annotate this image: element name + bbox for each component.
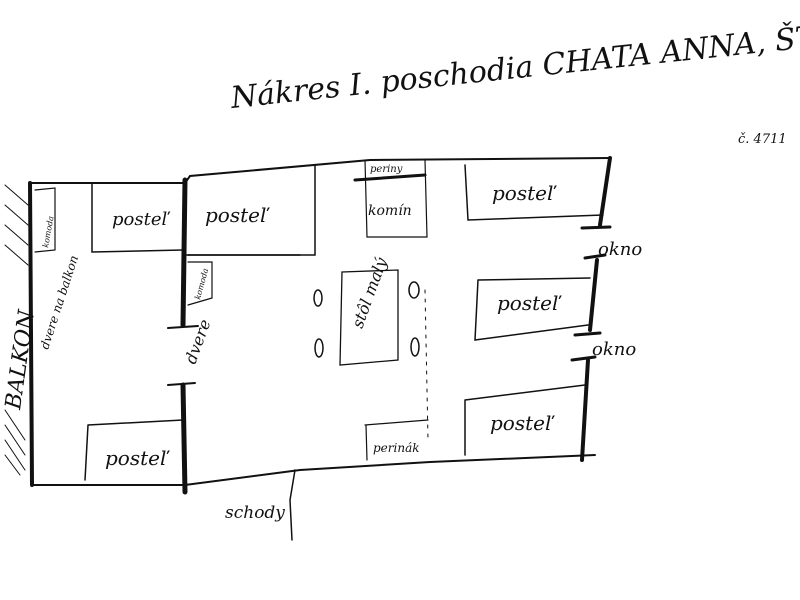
- window-label-1: okno: [598, 239, 642, 260]
- table-label: stôl malý: [348, 254, 391, 330]
- dresser-label-2: komoda: [193, 267, 210, 300]
- balcony-hatching: [4, 184, 29, 476]
- bed-label-1: posteľ: [112, 209, 170, 230]
- bed-label-2: posteľ: [205, 203, 270, 227]
- house-number: č. 4711: [738, 132, 787, 147]
- bed-label-4: posteľ: [497, 291, 562, 315]
- bedding-bottom-label: perinák: [373, 441, 420, 455]
- dresser-label-1: komoda: [41, 215, 55, 248]
- stairs-label: schody: [225, 503, 285, 523]
- plan-title: Nákres I. poschodia CHATA ANNA, ŠTRBOVO: [228, 7, 800, 116]
- chairs: [313, 281, 420, 358]
- bed-label-6: posteľ: [105, 446, 170, 470]
- balcony-label: BALKON: [1, 308, 40, 412]
- bed-label-5: posteľ: [490, 411, 555, 435]
- window-label-2: okno: [592, 339, 636, 360]
- chimney-label: komín: [368, 203, 412, 219]
- beds: [84, 164, 604, 481]
- walls: [28, 156, 612, 495]
- balcony-door-label: dvere na balkon: [38, 254, 82, 351]
- bed-label-3: posteľ: [492, 181, 557, 205]
- door-label: dvere: [181, 317, 215, 367]
- bedding-top-label: periny: [370, 164, 403, 175]
